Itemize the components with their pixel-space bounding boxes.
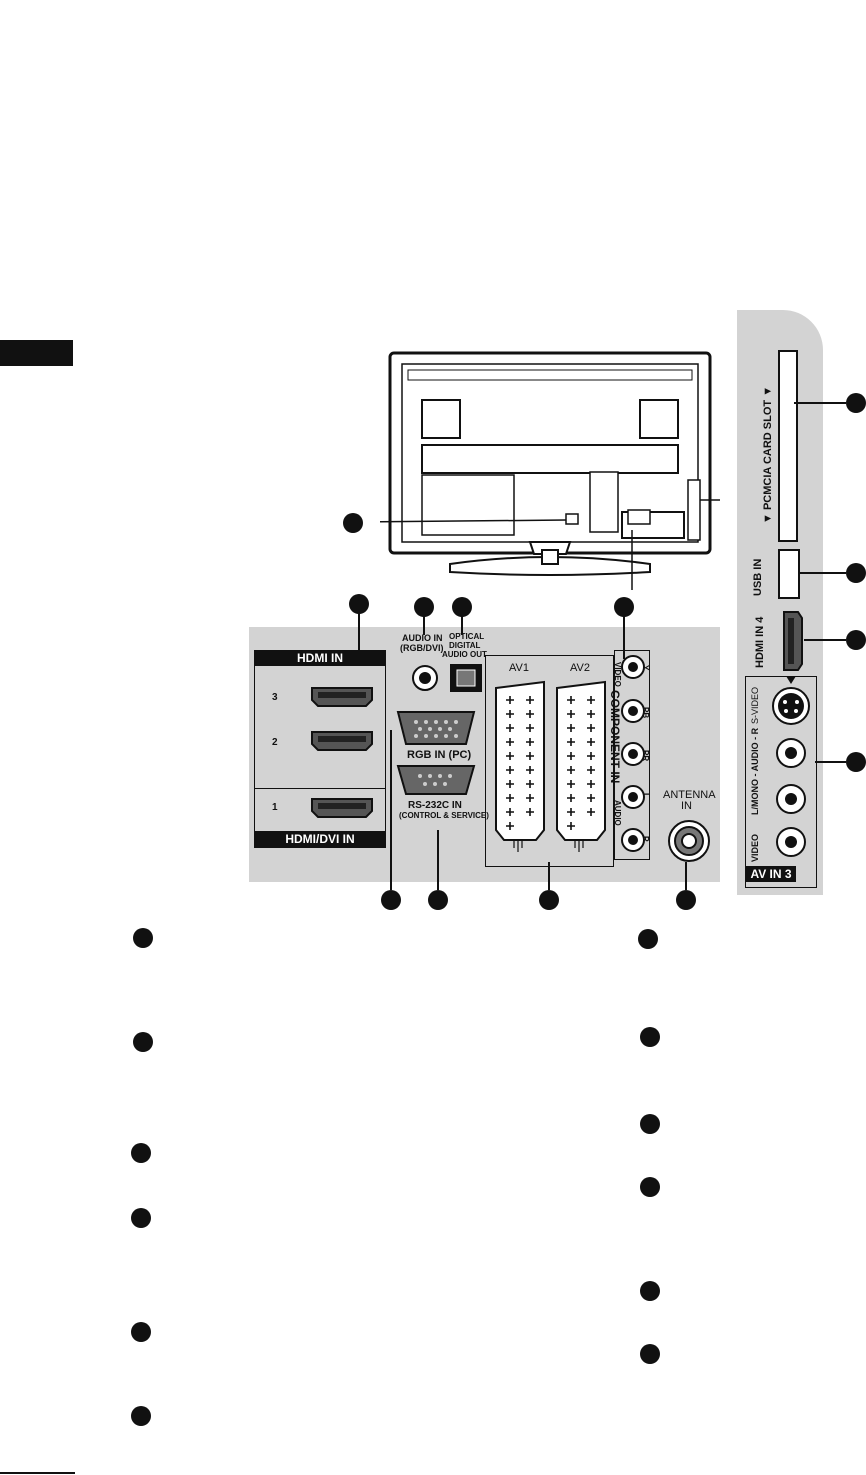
callout-line-av3: [815, 761, 846, 763]
scart-av1: [495, 680, 545, 852]
callout-line-rs232c: [437, 830, 439, 890]
component-block: [614, 650, 650, 860]
desc-bullet-5: [131, 1322, 151, 1342]
rs232c-label: RS-232C IN: [408, 800, 462, 811]
component-pb-label: PB: [641, 707, 650, 719]
callout-bullet-rgb: [381, 890, 401, 910]
callout-line-hdmi: [358, 612, 360, 662]
page-tab: [0, 340, 73, 366]
callout-bullet-stand: [343, 513, 363, 533]
callout-bullet-scart: [539, 890, 559, 910]
pcmcia-label: ▼ PCMCIA CARD SLOT ▼: [762, 385, 774, 524]
usb-in-label: USB IN: [752, 558, 764, 596]
callout-bullet-audio-in: [414, 597, 434, 617]
s-video-port: [772, 676, 810, 725]
desc-bullet-7: [638, 929, 658, 949]
s-video-label: S-VIDEO: [750, 686, 760, 724]
desc-bullet-3: [131, 1143, 151, 1163]
component-audio-label: AUDIO: [613, 800, 622, 826]
desc-bullet-11: [640, 1281, 660, 1301]
optical-label-2: DIGITAL: [449, 641, 481, 650]
callout-line-hdmi4: [804, 639, 846, 641]
optical-label-3: AUDIO OUT: [442, 650, 487, 659]
component-jacks: [621, 655, 645, 852]
desc-bullet-4: [131, 1208, 151, 1228]
desc-bullet-8: [640, 1027, 660, 1047]
av2-label: AV2: [570, 662, 590, 674]
audio-in-sublabel: (RGB/DVI): [400, 643, 444, 653]
antenna-label: ANTENNA: [663, 789, 716, 801]
av-in-3-block: [745, 676, 817, 888]
video-side-label: VIDEO: [750, 833, 760, 862]
scart-av2: [556, 680, 606, 852]
component-video-label: VIDEO: [613, 662, 622, 687]
rs232c-sublabel: (CONTROL & SERVICE): [399, 811, 489, 820]
hdmi-divider: [254, 788, 386, 789]
callout-bullet-antenna: [676, 890, 696, 910]
desc-bullet-6: [131, 1406, 151, 1426]
audio-in-label: AUDIO IN: [402, 633, 443, 643]
footer-rule: [0, 1472, 75, 1474]
usb-port: [778, 549, 800, 599]
rgb-in-port: [396, 711, 476, 745]
av-in-3-label: AV IN 3: [746, 866, 796, 882]
component-in-label: COMPONENT IN: [608, 690, 622, 784]
component-pr-label: PR: [641, 750, 650, 762]
component-l-label: L: [641, 793, 650, 798]
av3-jacks: [776, 738, 806, 857]
antenna-port: [668, 820, 710, 862]
hdmi-port-4: [783, 611, 803, 671]
callout-bullet-optical: [452, 597, 472, 617]
callout-line-pcmcia: [794, 402, 846, 404]
hdmi-port-2: [311, 731, 373, 751]
callout-line-optical: [461, 615, 463, 635]
callout-line-usb: [798, 572, 846, 574]
callout-line-rgb: [390, 730, 392, 890]
callout-bullet-av3: [846, 752, 866, 772]
hdmi-port-3: [311, 687, 373, 707]
optical-label-1: OPTICAL: [449, 632, 485, 641]
hdmi-port-3-number: 3: [272, 692, 278, 703]
av1-label: AV1: [509, 662, 529, 674]
desc-bullet-10: [640, 1177, 660, 1197]
callout-bullet-hdmi4: [846, 630, 866, 650]
callout-bullet-hdmi: [349, 594, 369, 614]
hdmi-in-4-label: HDMI IN 4: [754, 616, 766, 668]
rgb-in-label: RGB IN (PC): [407, 749, 472, 761]
component-y-label: Y: [641, 665, 650, 671]
callout-bullet-pcmcia: [846, 393, 866, 413]
desc-bullet-9: [640, 1114, 660, 1134]
optical-out-port: [450, 664, 482, 692]
rs232c-port: [396, 765, 476, 795]
desc-bullet-12: [640, 1344, 660, 1364]
callout-bullet-usb: [846, 563, 866, 583]
callout-line-scart: [548, 862, 550, 890]
antenna-in-label: IN: [681, 800, 692, 812]
component-r-label: R: [641, 836, 650, 842]
callout-line-antenna: [685, 862, 687, 890]
desc-bullet-2: [133, 1032, 153, 1052]
hdmi-dvi-in-label: HDMI/DVI IN: [254, 831, 386, 847]
callout-bullet-component: [614, 597, 634, 617]
pcmcia-slot: [778, 350, 798, 542]
hdmi-port-1-number: 1: [272, 802, 278, 813]
audio-in-jack: [412, 665, 438, 691]
hdmi-port-2-number: 2: [272, 737, 278, 748]
hdmi-in-label: HDMI IN: [254, 650, 386, 666]
callout-line-audio: [423, 615, 425, 635]
hdmi-port-1: [311, 798, 373, 818]
audio-lmono-label: L/MONO - AUDIO - R: [750, 727, 760, 815]
tv-back-illustration: [380, 351, 720, 590]
callout-line-component: [623, 615, 625, 659]
callout-bullet-rs232c: [428, 890, 448, 910]
desc-bullet-1: [133, 928, 153, 948]
